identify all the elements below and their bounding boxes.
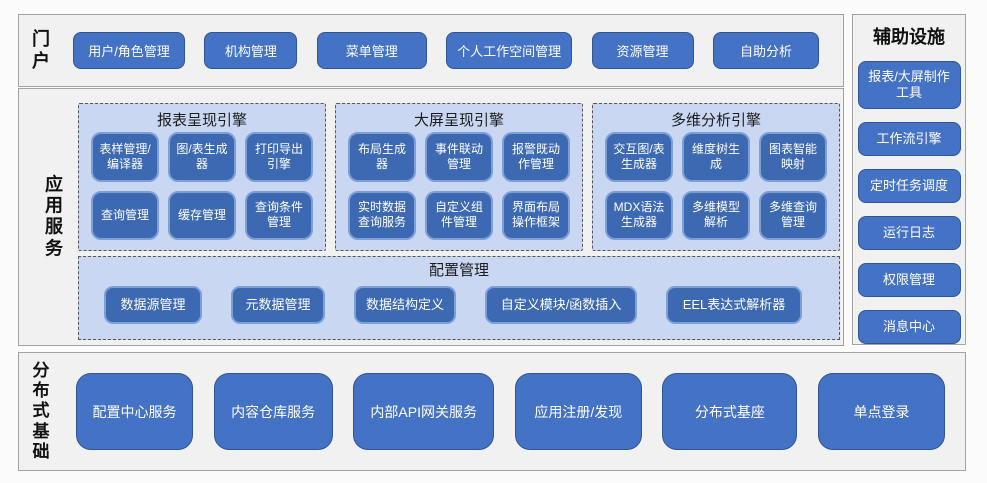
engine-node: 自定义组件管理 <box>425 190 493 240</box>
group-grid: 交互图/表生成器 维度树生成 图表智能映射 MDX语法生成器 多维模型解析 多维… <box>605 132 827 240</box>
config-node: 数据结构定义 <box>354 286 456 324</box>
engine-node: MDX语法生成器 <box>605 190 673 240</box>
engine-node: 查询条件管理 <box>245 190 313 240</box>
portal-button-row: 用户/角色管理 机构管理 菜单管理 个人工作空间管理 资源管理 自助分析 <box>52 32 843 69</box>
portal-node: 机构管理 <box>204 32 298 69</box>
config-node: 自定义模块/函数插入 <box>485 286 637 324</box>
group-title: 报表呈现引擎 <box>156 112 247 129</box>
aux-node: 消息中心 <box>857 310 961 344</box>
engine-node: 维度树生成 <box>682 132 750 182</box>
olap-engine-group: 多维分析引擎 交互图/表生成器 维度树生成 图表智能映射 MDX语法生成器 多维… <box>592 103 840 251</box>
engine-node: 缓存管理 <box>168 190 236 240</box>
report-engine-group: 报表呈现引擎 表样管理/编译器 图/表生成器 打印导出引擎 查询管理 缓存管理 … <box>78 103 326 251</box>
group-grid: 布局生成器 事件联动管理 报警既动作管理 实时数据查询服务 自定义组件管理 界面… <box>348 132 570 240</box>
config-management-group: 配置管理 数据源管理 元数据管理 数据结构定义 自定义模块/函数插入 EEL表达… <box>78 256 840 340</box>
portal-section-label: 门户 <box>32 29 50 71</box>
group-grid: 表样管理/编译器 图/表生成器 打印导出引擎 查询管理 缓存管理 查询条件管理 <box>91 132 313 240</box>
engine-node: 报警既动作管理 <box>502 132 570 182</box>
app-services-section-label: 应用服务 <box>45 174 63 259</box>
aux-facilities-section-label: 辅助设施 <box>873 27 945 47</box>
base-node: 内部API网关服务 <box>353 373 495 450</box>
group-title: 多维分析引擎 <box>670 112 761 129</box>
distributed-base-section: 分布式基础 配置中心服务 内容仓库服务 内部API网关服务 应用注册/发现 分布… <box>18 352 966 471</box>
portal-section: 门户 用户/角色管理 机构管理 菜单管理 个人工作空间管理 资源管理 自助分析 <box>18 14 844 87</box>
engine-node: 事件联动管理 <box>425 132 493 182</box>
engine-node: 界面布局操作框架 <box>502 190 570 240</box>
aux-node: 工作流引擎 <box>857 122 961 156</box>
portal-node: 个人工作空间管理 <box>446 32 573 69</box>
group-title: 配置管理 <box>428 262 489 279</box>
group-title: 大屏呈现引擎 <box>413 112 504 129</box>
engine-groups-row: 报表呈现引擎 表样管理/编译器 图/表生成器 打印导出引擎 查询管理 缓存管理 … <box>78 103 840 251</box>
portal-node: 用户/角色管理 <box>73 32 185 69</box>
config-node: 元数据管理 <box>231 286 325 324</box>
dashboard-engine-group: 大屏呈现引擎 布局生成器 事件联动管理 报警既动作管理 实时数据查询服务 自定义… <box>335 103 583 251</box>
config-node: EEL表达式解析器 <box>666 286 802 324</box>
engine-node: 图表智能映射 <box>759 132 827 182</box>
aux-node: 定时任务调度 <box>857 169 961 203</box>
base-node: 配置中心服务 <box>76 373 193 450</box>
base-node: 内容仓库服务 <box>213 373 333 450</box>
engine-node: 实时数据查询服务 <box>348 190 416 240</box>
base-node: 分布式基座 <box>662 373 798 450</box>
aux-node: 运行日志 <box>857 216 961 250</box>
engine-node: 查询管理 <box>91 190 159 240</box>
engine-node: 多维模型解析 <box>682 190 750 240</box>
engine-node: 布局生成器 <box>348 132 416 182</box>
base-button-row: 配置中心服务 内容仓库服务 内部API网关服务 应用注册/发现 分布式基座 单点… <box>52 373 965 450</box>
aux-node: 权限管理 <box>857 263 961 297</box>
engine-node: 表样管理/编译器 <box>91 132 159 182</box>
aux-node: 报表/大屏制作工具 <box>857 61 961 109</box>
base-node: 单点登录 <box>817 373 945 450</box>
engine-node: 多维查询管理 <box>759 190 827 240</box>
engine-node: 打印导出引擎 <box>245 132 313 182</box>
engine-node: 图/表生成器 <box>168 132 236 182</box>
base-node: 应用注册/发现 <box>514 373 642 450</box>
portal-node: 资源管理 <box>591 32 694 69</box>
config-node-row: 数据源管理 元数据管理 数据结构定义 自定义模块/函数插入 EEL表达式解析器 <box>79 281 839 329</box>
distributed-base-section-label: 分布式基础 <box>32 361 50 461</box>
portal-node: 自助分析 <box>712 32 819 69</box>
app-services-section: 应用服务 报表呈现引擎 表样管理/编译器 图/表生成器 打印导出引擎 查询管理 … <box>18 88 844 346</box>
config-node: 数据源管理 <box>104 286 202 324</box>
aux-facilities-section: 辅助设施 报表/大屏制作工具 工作流引擎 定时任务调度 运行日志 权限管理 消息… <box>852 14 966 345</box>
engine-node: 交互图/表生成器 <box>605 132 673 182</box>
portal-node: 菜单管理 <box>316 32 427 69</box>
